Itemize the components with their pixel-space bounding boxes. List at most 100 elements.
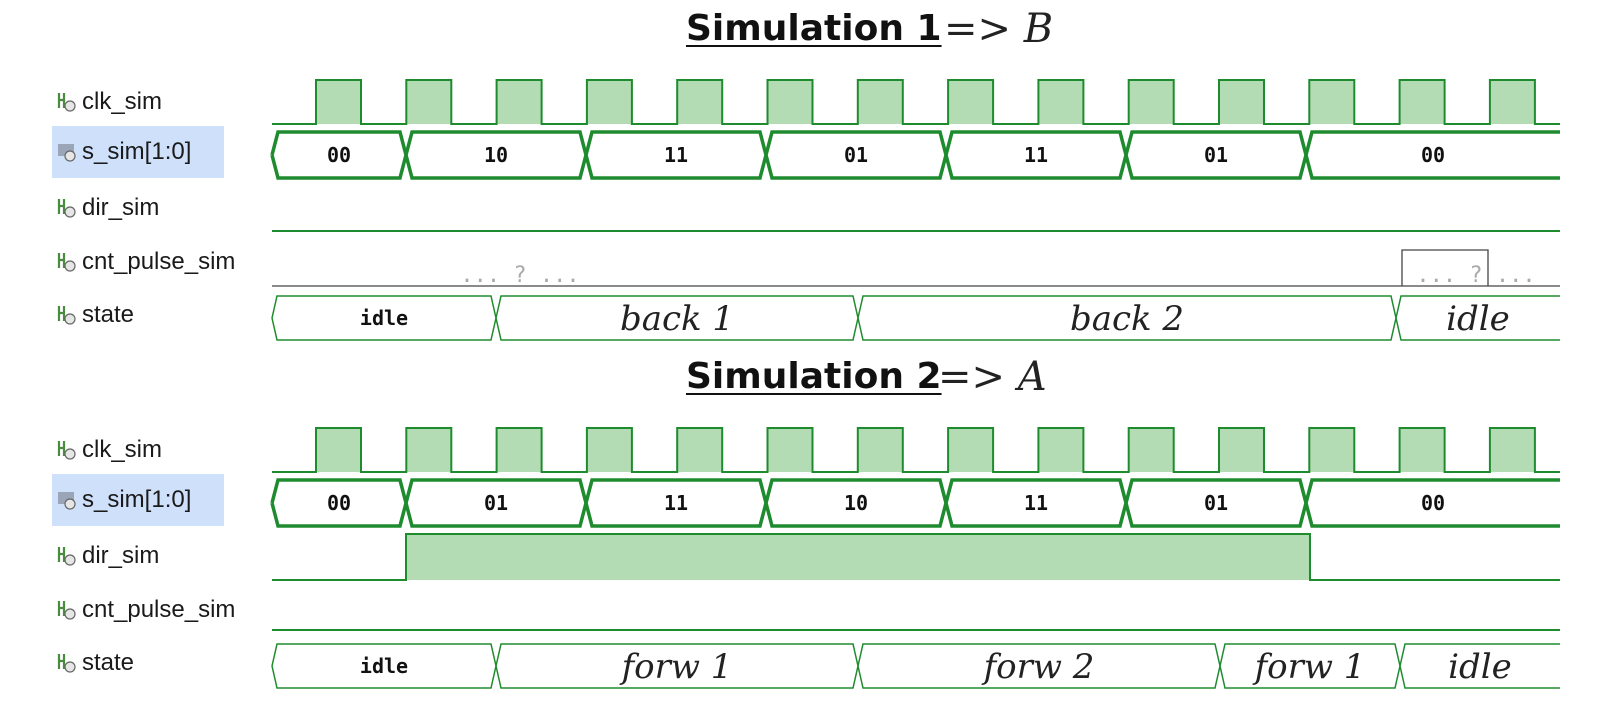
clk-high-pulse [1309, 428, 1355, 472]
state-handwritten-label: idle [1446, 299, 1510, 339]
signal-name: s_sim[1:0] [82, 486, 192, 513]
state-handwritten-label: back 1 [620, 299, 734, 339]
state-handwritten-label: forw 1 [1252, 647, 1366, 687]
clk-waveform [272, 427, 1560, 473]
clk-high-pulse [316, 80, 361, 124]
sim1-signal-row-cntpulsesim[interactable]: cnt_pulse_sim [52, 236, 235, 288]
waveform-bus-icon [58, 492, 76, 510]
signal-name: dir_sim [82, 542, 160, 569]
clk-high-pulse [1128, 80, 1174, 124]
dir-sim-waveform [272, 533, 1560, 581]
waveform-scalar-icon [57, 601, 76, 620]
s-sim-segment [1124, 478, 1308, 528]
sim1-signal-row-dirsim[interactable]: dir_sim [52, 182, 159, 234]
clk-high-pulse [1038, 80, 1084, 124]
clk-high-pulse [586, 80, 632, 124]
sim1-signal-row-ssim10[interactable]: s_sim[1:0] [52, 126, 224, 178]
clk-high-pulse [948, 80, 994, 124]
state-segment [1219, 643, 1401, 689]
clk-high-pulse [857, 80, 903, 124]
signal-name: dir_sim [82, 194, 160, 221]
state-value-label: idle [360, 654, 408, 678]
s-sim-value-label: 10 [844, 491, 868, 515]
clk-high-pulse [1038, 428, 1084, 472]
clk-high-pulse [406, 80, 452, 124]
state-segment [1395, 295, 1560, 341]
sim1-title: Simulation 1 [686, 8, 942, 49]
sim2-title: Simulation 2 [686, 356, 942, 397]
s-sim-segment [1124, 130, 1308, 180]
s-sim-segment [584, 130, 768, 180]
clk-high-pulse [586, 428, 632, 472]
s-sim-value-label: 00 [1421, 143, 1445, 167]
signal-name: cnt_pulse_sim [82, 248, 236, 275]
sim2-signal-row-ssim10[interactable]: s_sim[1:0] [52, 474, 224, 526]
sim1-handwritten-note: => B [944, 6, 1054, 52]
state-segment [495, 643, 859, 689]
state-handwritten-label: forw 1 [619, 647, 733, 687]
clk-high-pulse [857, 428, 903, 472]
s-sim-segment [764, 130, 948, 180]
s-sim-segment [270, 130, 408, 180]
waveform-scalar-icon [57, 306, 76, 325]
dir-high-region [406, 534, 1310, 580]
clk-high-pulse [496, 428, 542, 472]
clk-high-pulse [767, 80, 813, 124]
signal-name: state [82, 649, 135, 676]
waveform-scalar-icon [57, 93, 76, 112]
s-sim-value-label: 01 [1204, 491, 1228, 515]
s-sim-segment [944, 478, 1128, 528]
clk-high-pulse [496, 80, 542, 124]
clk-high-pulse [1219, 80, 1264, 124]
clk-high-pulse [1399, 428, 1445, 472]
state-handwritten-label: forw 2 [981, 647, 1095, 687]
waveform-scalar-icon [57, 654, 76, 673]
sim2-signal-row-cntpulsesim[interactable]: cnt_pulse_sim [52, 584, 235, 636]
clk-high-pulse [1219, 428, 1264, 472]
state-handwritten-label: idle [1448, 647, 1512, 687]
signal-name: clk_sim [82, 88, 163, 115]
s-sim-segment [764, 478, 948, 528]
s-sim-segment [944, 130, 1128, 180]
s-sim-value-label: 01 [844, 143, 868, 167]
state-value-label: idle [360, 306, 408, 330]
state-segment [271, 643, 497, 689]
state-waveform: idle forw 1 forw 2 forw 1 idle [271, 643, 1560, 689]
clk-high-pulse [1399, 80, 1445, 124]
state-segment [857, 643, 1221, 689]
signal-name: state [82, 301, 135, 328]
s-sim-value-label: 11 [1024, 143, 1048, 167]
state-segment [495, 295, 859, 341]
s-sim-value-label: 10 [484, 143, 508, 167]
sim2-handwritten-note: => A [938, 354, 1047, 400]
clk-high-pulse [948, 428, 994, 472]
s-sim-segment [584, 478, 768, 528]
sim1-signal-row-state[interactable]: state [52, 289, 134, 341]
clk-high-pulse [1489, 80, 1535, 124]
cnt-pulse-question-note: ... ? ... [1416, 263, 1535, 288]
clk-trace [272, 79, 1560, 125]
s-sim-value-label: 01 [1204, 143, 1228, 167]
sim2-signal-row-dirsim[interactable]: dir_sim [52, 530, 159, 582]
dir-trace [272, 533, 1560, 581]
clk-high-pulse [767, 428, 813, 472]
signal-name: cnt_pulse_sim [82, 596, 236, 623]
sim2-signal-row-state[interactable]: state [52, 637, 134, 689]
clk-high-pulse [406, 428, 452, 472]
cnt-pulse-question-note: ... ? ... [460, 263, 579, 288]
waveform-scalar-icon [57, 253, 76, 272]
signal-name: s_sim[1:0] [82, 138, 192, 165]
s-sim-segment [1304, 130, 1560, 180]
s-sim-segment [270, 478, 408, 528]
waveform-scalar-icon [57, 547, 76, 566]
sim2-signal-row-clksim[interactable]: clk_sim [52, 424, 162, 476]
clk-trace [272, 427, 1560, 473]
signal-name: clk_sim [82, 436, 163, 463]
sim1-signal-row-clksim[interactable]: clk_sim [52, 76, 162, 128]
waveform-scalar-icon [57, 199, 76, 218]
